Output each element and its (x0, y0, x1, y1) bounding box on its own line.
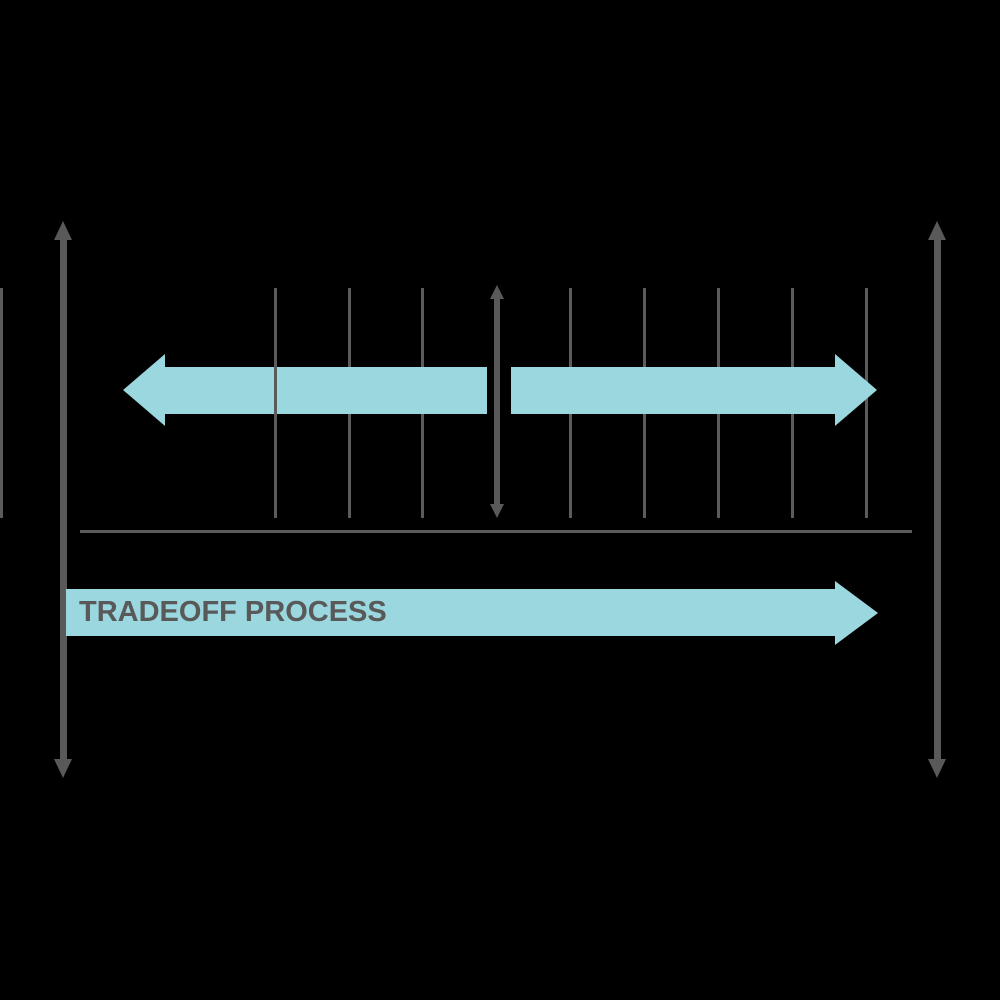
arrowhead-left-icon (123, 354, 165, 426)
tick-line (274, 288, 277, 518)
arrowhead-right-icon (835, 580, 878, 645)
tradeoff-process-arrow: TRADEOFF PROCESS (66, 580, 878, 645)
right-scale-double-arrow-icon (928, 221, 946, 778)
arrow-body (165, 366, 487, 414)
arrowhead-up-icon (928, 221, 946, 240)
arrow-shaft (933, 240, 941, 759)
tick-line (0, 288, 3, 518)
arrowhead-up-icon (54, 221, 72, 240)
arrowhead-down-icon (928, 759, 946, 778)
center-span-double-arrow-icon (490, 285, 504, 518)
right-direction-arrow-icon (511, 354, 877, 426)
arrow-body: TRADEOFF PROCESS (66, 589, 835, 636)
arrowhead-down-icon (54, 759, 72, 778)
arrow-shaft (59, 240, 67, 759)
arrowhead-down-icon (490, 504, 504, 518)
arrowhead-right-icon (835, 354, 877, 426)
baseline-divider (80, 530, 912, 533)
arrow-shaft (494, 299, 500, 504)
arrow-body (511, 366, 835, 414)
tradeoff-process-label: TRADEOFF PROCESS (79, 596, 387, 628)
left-scale-double-arrow-icon (54, 221, 72, 778)
left-direction-arrow-icon (123, 354, 487, 426)
arrowhead-up-icon (490, 285, 504, 299)
